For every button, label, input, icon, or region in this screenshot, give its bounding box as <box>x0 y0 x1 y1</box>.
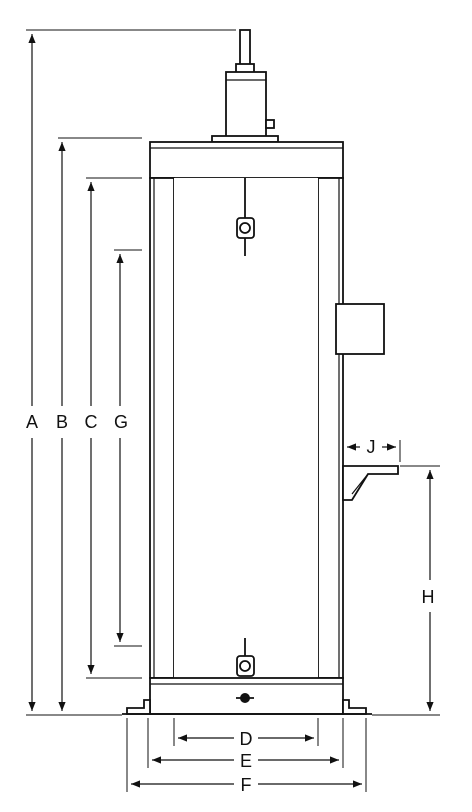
test-space <box>174 178 318 678</box>
dimension-C: C <box>85 182 98 674</box>
machine-frame <box>122 29 399 715</box>
dimension-E: E <box>152 751 339 771</box>
dimension-B: B <box>56 142 68 711</box>
control-box <box>335 303 385 355</box>
dimension-A: A <box>26 34 38 711</box>
upper-grip-pin <box>239 222 251 234</box>
actuator-cylinder <box>225 71 267 139</box>
label-H: H <box>422 587 435 607</box>
dimension-H: H <box>422 470 435 711</box>
label-A: A <box>26 412 38 432</box>
actuator-fitting <box>265 119 275 129</box>
label-C: C <box>85 412 98 432</box>
extension-lines <box>26 29 440 792</box>
label-G: G <box>114 412 128 432</box>
side-bracket <box>342 465 399 501</box>
label-B: B <box>56 412 68 432</box>
bracket-gusset <box>351 473 369 495</box>
label-J: J <box>367 437 376 457</box>
dimension-J: J <box>347 437 396 457</box>
label-F: F <box>241 775 252 795</box>
dimension-F: F <box>131 775 362 795</box>
dimension-G: G <box>114 254 128 642</box>
lower-grip-pin <box>239 660 251 672</box>
left-foot <box>126 699 151 715</box>
label-E: E <box>240 751 252 771</box>
right-foot <box>342 699 367 715</box>
label-D: D <box>240 729 253 749</box>
dimension-D: D <box>178 729 314 749</box>
